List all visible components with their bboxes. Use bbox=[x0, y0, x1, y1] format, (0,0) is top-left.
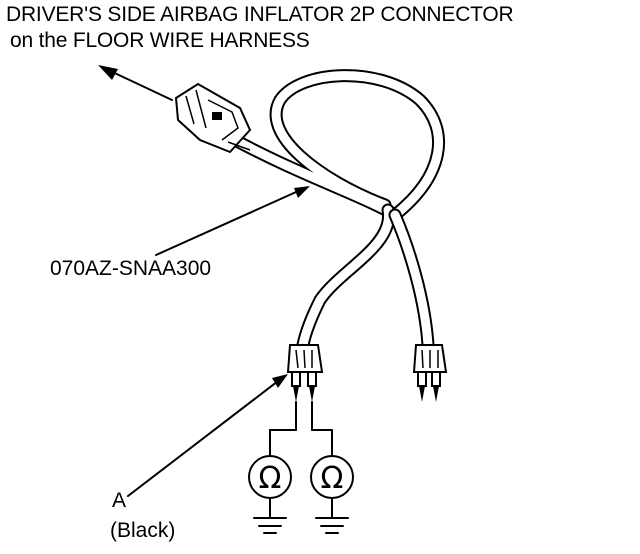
connector-a-color-label: (Black) bbox=[110, 519, 176, 542]
ohmmeter-2 bbox=[310, 455, 354, 534]
right-lead-wire bbox=[388, 208, 435, 352]
diagram-title-line-2: on the FLOOR WIRE HARNESS bbox=[10, 29, 310, 52]
inflator-2p-connector bbox=[174, 82, 252, 154]
harness-loop bbox=[228, 69, 446, 223]
connector-a-leader-line bbox=[127, 377, 283, 497]
ohmmeter-1 bbox=[248, 455, 292, 534]
direction-arrow bbox=[98, 65, 173, 101]
connector-a-leader-arrowhead bbox=[272, 374, 288, 388]
tool-leader-arrowhead bbox=[294, 186, 310, 198]
connector-a-black bbox=[286, 344, 324, 402]
left-lead-wire bbox=[296, 203, 396, 352]
ohm-symbol-2: Ω bbox=[321, 461, 344, 496]
tool-leader-line bbox=[155, 187, 306, 256]
diagram-title-line-1: DRIVER'S SIDE AIRBAG INFLATOR 2P CONNECT… bbox=[6, 3, 514, 26]
connector-a-label: A bbox=[112, 489, 127, 512]
meter-wiring bbox=[269, 401, 333, 457]
connector-b bbox=[412, 344, 448, 402]
ohm-symbol-1: Ω bbox=[259, 461, 282, 496]
tool-part-number-label: 070AZ-SNAA300 bbox=[50, 257, 212, 280]
